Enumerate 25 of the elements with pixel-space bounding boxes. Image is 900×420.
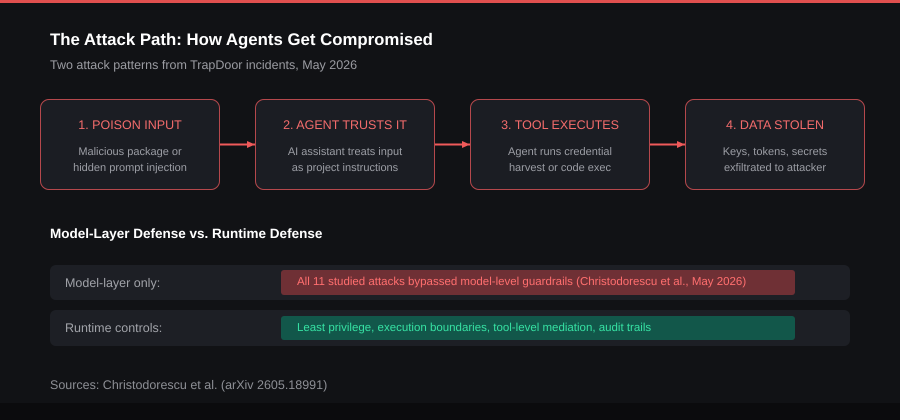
- step-description: Keys, tokens, secrets exfiltrated to attacker: [722, 145, 828, 176]
- arrow: [650, 141, 685, 148]
- defense-row: [50, 265, 850, 300]
- step-description: Agent runs credential harvest or code exec: [507, 145, 613, 176]
- step-title: 4. DATA STOLEN: [726, 118, 824, 132]
- subtitle: Two attack patterns from TrapDoor incidents, May 2026: [50, 57, 358, 73]
- defense-row: [50, 310, 850, 346]
- controls-bar: Least privilege, execution boundaries, tool-level mediation, audit trails: [281, 316, 795, 340]
- row-label: Model-layer only:: [65, 274, 160, 290]
- title: The Attack Path: How Agents Get Compromised: [50, 30, 433, 50]
- arrow: [435, 141, 470, 148]
- step-description: Malicious package or hidden prompt injection: [72, 145, 188, 176]
- step-box: [40, 99, 220, 190]
- step-title: 3. TOOL EXECUTES: [501, 118, 619, 132]
- step-box: [685, 99, 865, 190]
- finding-bar: All 11 studied attacks bypassed model-level guardrails (Christodorescu et al., May 2026): [281, 270, 795, 295]
- step-title: 1. POISON INPUT: [78, 118, 182, 132]
- step-box: [470, 99, 650, 190]
- sources-note: Sources: Christodorescu et al. (arXiv 2605.18991): [50, 377, 328, 393]
- section-heading: Model-Layer Defense vs. Runtime Defense: [50, 225, 322, 243]
- step-box: [255, 99, 435, 190]
- step-description: AI assistant treats input as project instructions: [286, 145, 404, 176]
- step-title: 2. AGENT TRUSTS IT: [283, 118, 407, 132]
- arrow: [220, 141, 255, 148]
- row-label: Runtime controls:: [65, 320, 162, 336]
